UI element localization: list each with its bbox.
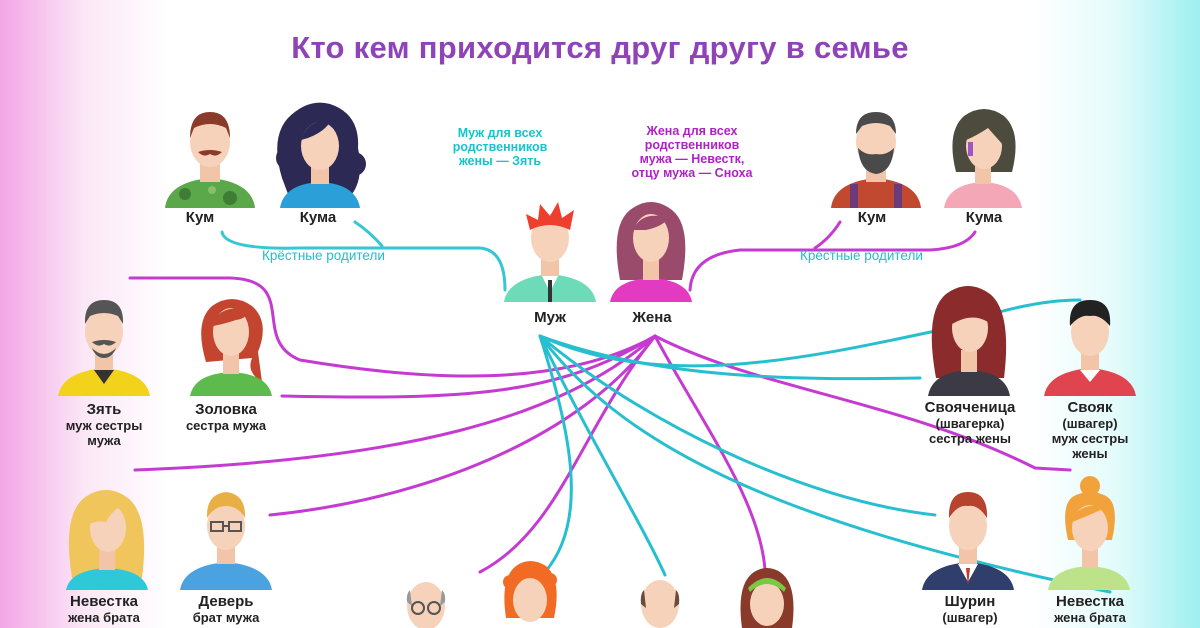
kum-right-avatar [831,112,921,208]
svoyak-label: Свояк (швагер) муж сестры жены [1051,399,1129,462]
zolovka-label: Золовка сестра мужа [185,401,267,434]
kum-left-label: Кум [186,210,214,226]
godparents-label-right: Крёстные родители [800,248,923,263]
muzh-label: Муж [534,310,566,326]
husband-note: Муж для всех родственников жены — Зять [452,126,548,168]
zhena-name: Жена [632,309,672,326]
svoyak-desc-3: жены [1072,446,1108,461]
zhena-label: Жена [632,310,671,326]
muzh-name: Муж [534,309,566,326]
bald-man-avatar [640,580,680,628]
muzh-avatar [504,202,596,302]
dever-label: Деверь брат мужа [192,593,260,626]
svoyachenitsa-name: Свояченица [924,399,1016,416]
zyat-label: Зять муж сестры мужа [65,401,143,449]
svoyachenitsa-label: Свояченица (швагерка) сестра жены [924,399,1016,447]
zyat-avatar [58,300,150,396]
zolovka-avatar [190,299,272,396]
red-hair-woman-avatar [503,561,557,622]
kum-left-avatar [165,112,255,208]
kuma-left-label: Кума [300,210,337,226]
nevestka-left-name: Невестка [70,593,138,610]
zyat-desc-2: мужа [87,433,121,448]
nevestka-left-label: Невестка жена брата [68,593,140,626]
kum-right-name: Кум [857,209,887,226]
svoyachenitsa-desc-2: сестра жены [929,431,1011,446]
nevestka-right-label: Невестка жена брата [1054,593,1126,626]
headband-woman-avatar [740,568,794,628]
shurin-avatar [922,492,1014,590]
svoyak-avatar [1044,300,1136,396]
svoyak-name: Свояк [1067,399,1113,416]
shurin-label: Шурин (швагер) [942,593,998,626]
kuma-right-label: Кума [966,210,1003,226]
zyat-desc-1: муж сестры [65,418,143,433]
kuma-left-name: Кума [299,209,337,226]
nevestka-right-avatar [1048,476,1130,590]
svoyak-desc-1: (швагер) [1062,416,1118,431]
nevestka-right-desc-1: жена брата [1054,610,1126,625]
kuma-right-name: Кума [965,209,1003,226]
bald-glasses-avatar [406,582,446,628]
svoyak-desc-2: муж сестры [1051,431,1129,446]
dever-avatar [180,492,272,590]
zyat-name: Зять [86,401,122,418]
nevestka-left-avatar [66,490,148,590]
zhena-avatar [610,202,692,302]
svoyachenitsa-avatar [928,286,1010,396]
page-title: Кто кем приходится друг другу в семье [291,30,909,65]
kuma-left-avatar [276,102,366,208]
nevestka-right-name: Невестка [1056,593,1124,610]
dever-desc-1: брат мужа [192,610,260,625]
godparents-label-left: Крёстные родители [262,248,385,263]
wife-note: Жена для всех родственников мужа — Невес… [631,124,753,180]
kum-right-label: Кум [858,210,886,226]
kuma-right-avatar [944,109,1022,208]
shurin-name: Шурин [944,593,996,610]
nevestka-left-desc-1: жена брата [68,610,140,625]
zolovka-desc-1: сестра мужа [185,418,267,433]
svoyachenitsa-desc-1: (швагерка) [935,416,1005,431]
shurin-desc-1: (швагер) [942,610,998,625]
zolovka-name: Золовка [195,401,257,418]
dever-name: Деверь [198,593,254,610]
kum-left-name: Кум [185,209,215,226]
